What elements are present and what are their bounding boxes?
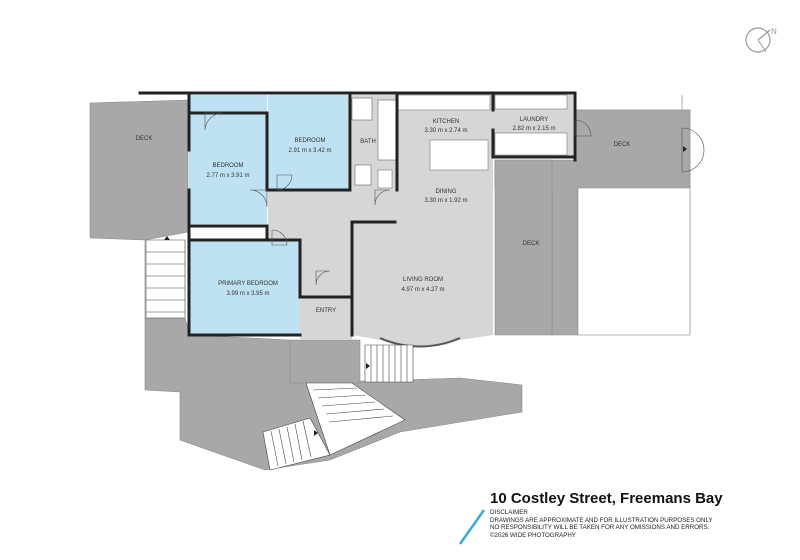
entry-label: ENTRY	[316, 308, 336, 314]
dining-dims: 3.30 m x 1.92 m	[424, 198, 467, 204]
door-swing-icon	[204, 112, 705, 286]
kitchen-label: KITCHEN	[433, 119, 459, 125]
property-title: 10 Costley Street, Freemans Bay	[490, 490, 723, 507]
laundry-dims: 2.82 m x 2.15 m	[512, 126, 555, 132]
bath-label: BATH	[360, 139, 376, 145]
railings	[144, 95, 691, 336]
disclaimer-heading: DISCLAIMER	[490, 509, 528, 516]
bedroom-2-label: BEDROOM	[294, 138, 325, 144]
dining-label: DINING	[436, 189, 457, 195]
kitchen-fixtures	[377, 94, 568, 189]
deck-right-label: DECK	[614, 142, 631, 148]
deck-mid	[494, 159, 553, 336]
bedroom-2-dims: 2.91 m x 3.42 m	[288, 148, 331, 154]
primary-bedroom	[189, 240, 300, 334]
entry-porch	[289, 339, 361, 384]
primary-bedroom-dims: 3.99 m x 3.95 m	[226, 291, 269, 297]
floor-plan: DECK BEDROOM 2.77 m x 3.91 m BEDROOM 2.9…	[89, 91, 705, 471]
bedroom-1-label: BEDROOM	[212, 163, 243, 169]
deck-left-label: DECK	[136, 136, 153, 142]
bedrooms	[189, 95, 350, 334]
disclaimer-line-1: DRAWINGS ARE APPROXIMATE AND FOR ILLUSTR…	[490, 516, 713, 524]
laundry-label: LAUNDRY	[520, 117, 549, 123]
bedroom-1	[189, 113, 267, 224]
living-room-label: LIVING ROOM	[403, 277, 443, 283]
svg-text:N: N	[771, 27, 777, 36]
compass-icon: N	[745, 27, 777, 53]
deck-mid-label: DECK	[523, 241, 540, 247]
bath-fixtures	[351, 97, 397, 186]
primary-bedroom-label: PRIMARY BEDROOM	[218, 281, 278, 287]
bay-window	[379, 337, 461, 348]
accent-stripe	[458, 509, 486, 545]
bedroom-1-dims: 2.77 m x 3.91 m	[206, 173, 249, 179]
kitchen-dims: 3.30 m x 2.74 m	[424, 128, 467, 134]
deck-left	[89, 99, 189, 241]
room-labels: DECK BEDROOM 2.77 m x 3.91 m BEDROOM 2.9…	[136, 117, 631, 314]
disclaimer-line-2: NO RESPONSIBILITY WILL BE TAKEN FOR ANY …	[490, 524, 710, 532]
stairs-icon	[145, 239, 414, 471]
disclaimer-line-3: ©2026 WIDE PHOTOGRAPHY	[490, 531, 576, 539]
living-room-dims: 4.97 m x 4.27 m	[401, 287, 444, 293]
bedroom-2	[268, 95, 350, 190]
disclaimer: DISCLAIMER DRAWINGS ARE APPROXIMATE AND …	[490, 509, 790, 539]
stair-arrows	[164, 146, 687, 436]
walls	[138, 91, 577, 337]
